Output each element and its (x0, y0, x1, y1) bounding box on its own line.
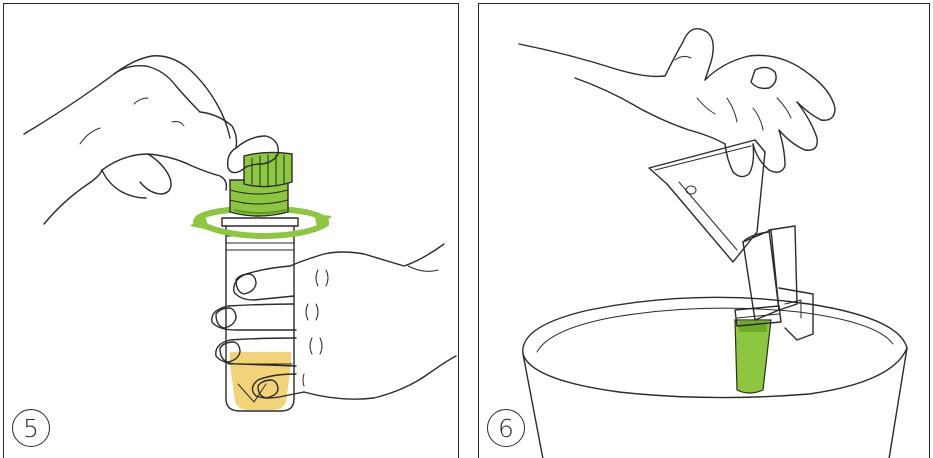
swab-stick-icon (735, 320, 771, 393)
step-5-illustration (4, 4, 459, 458)
step-6-illustration (479, 4, 930, 458)
hand-icon (519, 29, 835, 177)
green-cap-icon (230, 152, 292, 216)
step-number-badge: 5 (12, 409, 50, 447)
step-6-panel: 6 (478, 3, 930, 458)
sample-tube-icon (222, 218, 298, 411)
step-5-panel: 5 (3, 3, 459, 458)
step-number-badge: 6 (487, 409, 525, 447)
waste-bin-icon (523, 297, 907, 458)
